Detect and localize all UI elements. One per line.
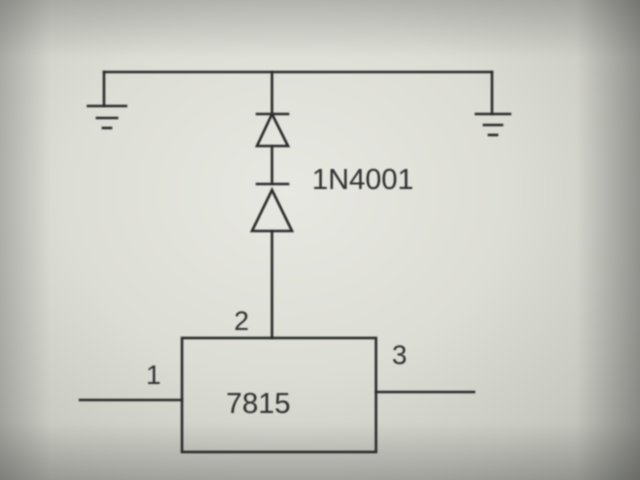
diode-part-label: 1N4001: [312, 164, 414, 196]
pin1-label: 1: [146, 360, 162, 390]
ground-symbol-left: [86, 70, 128, 130]
regulator-part-label: 7815: [226, 388, 291, 420]
diode-lower: [249, 182, 295, 233]
pin2-label: 2: [234, 306, 250, 336]
ground-symbol-right: [474, 70, 512, 137]
pin3-label: 3: [392, 340, 408, 370]
regulator-body: [180, 336, 378, 454]
diode-upper: [254, 111, 291, 148]
